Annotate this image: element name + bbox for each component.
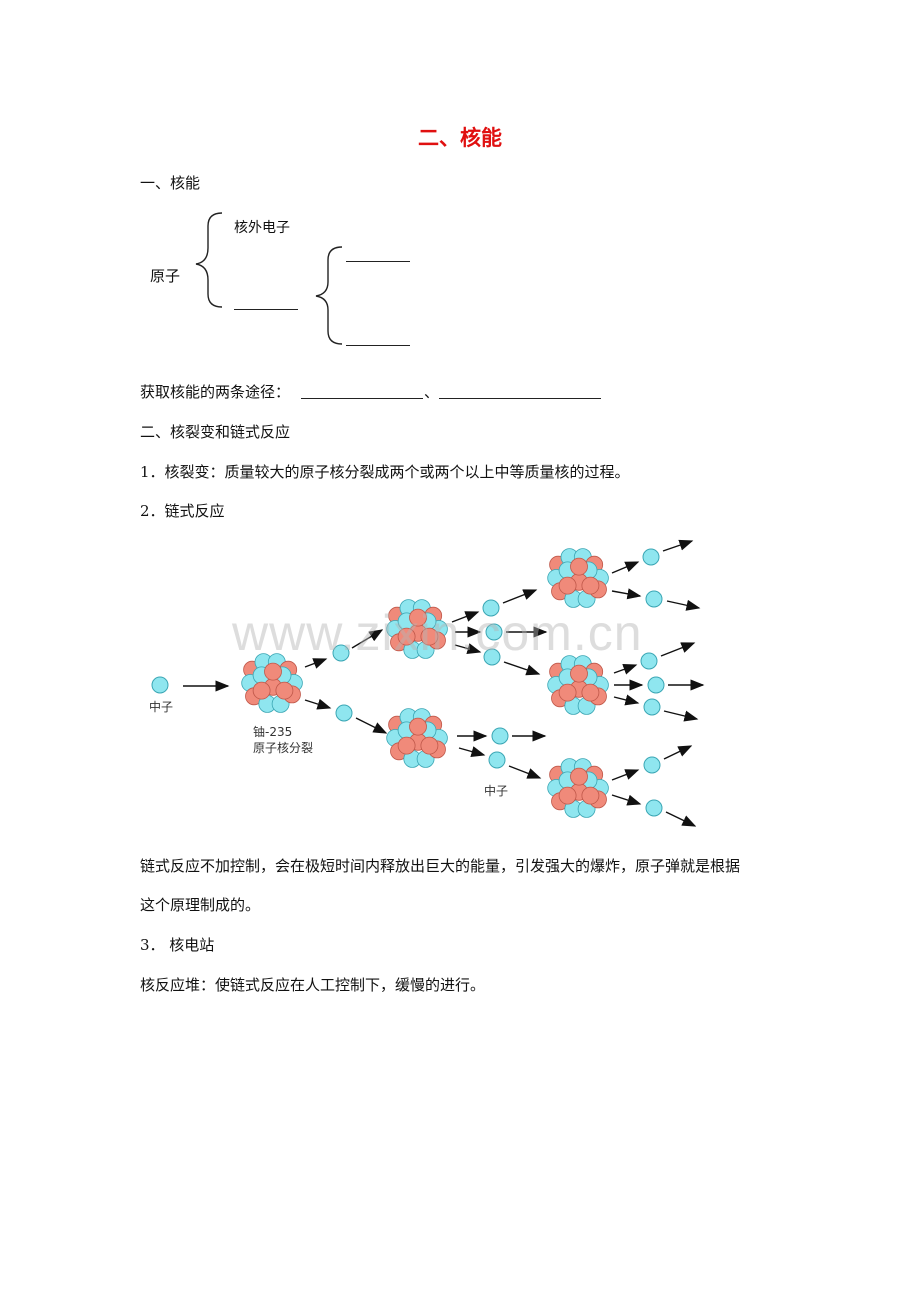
inner-brace [315,246,343,345]
neutron-ball [491,727,509,745]
fission-definition: 1．核裂变：质量较大的原子核分裂成两个或两个以上中等质量核的过程。 [140,463,630,481]
nucleus-blank [234,309,298,310]
neutron-label: 中子 [149,700,174,714]
neutron-ball [151,676,169,694]
reactor-description: 核反应堆：使链式反应在人工控制下，缓慢的进行。 [140,976,486,994]
neutron-ball [485,623,503,641]
chain-reaction-heading: 2．链式反应 [140,502,225,520]
neutron-ball [483,648,501,666]
neutron-ball [643,756,661,774]
arrow [663,745,693,760]
neutron-ball [488,751,506,769]
arrow [663,710,699,722]
arrow [666,599,701,611]
neutron-ball [643,698,661,716]
arrow [351,629,384,649]
way-blank-2 [439,398,601,399]
neutron-ball [647,676,665,694]
watermark: www.zixin.com.cn [232,605,643,661]
section-heading-nuclear-energy: 一、核能 [140,174,201,192]
arrow [660,642,696,657]
chain-text-line-1: 链式反应不加控制，会在极短时间内释放出巨大的能量，引发强大的爆炸，原子弹就是根据 [140,857,741,875]
arrow [611,561,640,574]
neutron-ball [482,599,500,617]
arrow [304,658,328,669]
arrow [611,794,642,806]
nucleus [547,548,609,608]
nucleus [241,653,303,713]
arrow [611,769,640,781]
arrow [454,643,482,654]
neutron-ball [645,590,663,608]
way-blank-1 [301,398,423,399]
arrow [451,611,480,623]
arrow [665,811,697,827]
neutron-ball [335,704,353,722]
arrow [458,746,486,757]
fission-label: 原子核分裂 [253,741,314,755]
neutron-ball [645,799,663,817]
neutron-ball [642,548,660,566]
arrow [503,661,541,676]
arrow [611,588,642,600]
nucleus [386,708,448,768]
neutron-ball [640,652,658,670]
section-heading-fission: 二、核裂变和链式反应 [140,423,291,441]
arrow [662,539,694,552]
power-plant-heading: 3． 核电站 [140,936,215,954]
neutron-ball [332,644,350,662]
arrow [355,717,388,734]
arrow [304,698,332,710]
outer-brace [195,212,223,308]
arrow [613,694,640,706]
neutron-label-2: 中子 [484,784,509,798]
arrow [613,664,638,675]
page-title: 二、核能 [418,125,502,150]
electron-label: 核外电子 [234,220,290,236]
uranium-label: 铀-235 [253,725,293,739]
ways-separator: 、 [424,383,440,401]
neutron-blank [346,345,410,346]
ways-label: 获取核能的两条途径： [140,383,291,401]
proton-blank [346,261,410,262]
nucleus [386,599,448,659]
nucleus [547,655,609,715]
atom-label: 原子 [150,267,181,285]
arrow [502,589,538,604]
arrow [508,765,542,779]
nucleus [547,758,609,818]
chain-text-line-2: 这个原理制成的。 [140,896,261,914]
